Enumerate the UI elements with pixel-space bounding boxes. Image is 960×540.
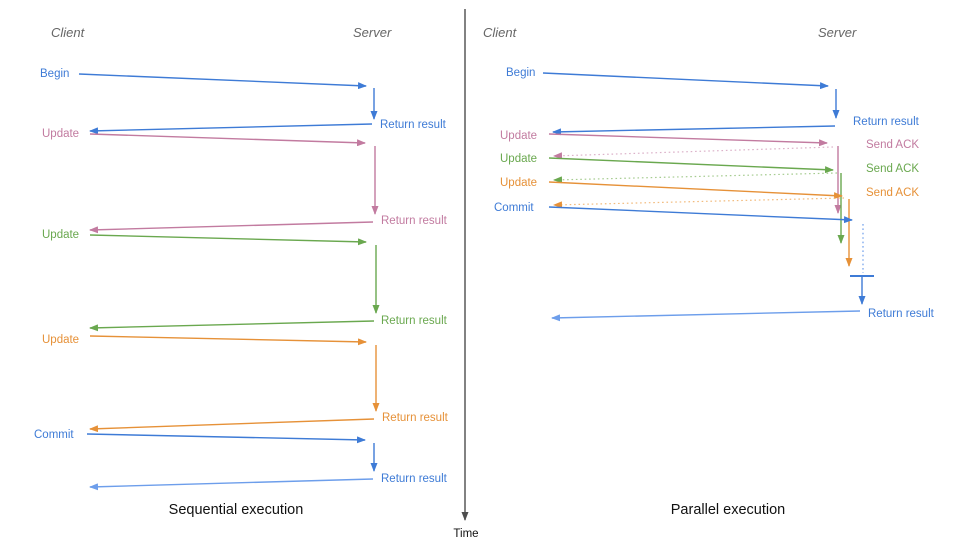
- seq-return4-label: Return result: [382, 412, 449, 424]
- par-update3-request-line: [548, 181, 843, 200]
- parallel-panel: Client Server Begin Return result Update…: [483, 25, 935, 518]
- par-commit-label: Commit: [494, 202, 534, 214]
- par-return-final-label: Return result: [868, 308, 935, 320]
- seq-update2-request-line: [89, 234, 367, 246]
- par-update1-message: Update Send ACK: [500, 130, 919, 214]
- par-update2-message: Update Send ACK: [500, 153, 919, 244]
- seq-update2-label: Update: [42, 229, 79, 241]
- par-update1-label: Update: [500, 130, 537, 142]
- par-ack3-label: Send ACK: [866, 187, 919, 199]
- seq-update2-message: Update Return result: [42, 229, 448, 332]
- par-final-return-line: [551, 310, 861, 322]
- par-update3-label: Update: [500, 177, 537, 189]
- par-begin-label: Begin: [506, 67, 535, 79]
- seq-commit-request-line: [86, 433, 366, 444]
- seq-update3-message: Update Return result: [42, 334, 449, 433]
- sequential-panel: Client Server Begin Return result Update…: [34, 25, 449, 518]
- seq-commit-label: Commit: [34, 429, 74, 441]
- par-ack2-label: Send ACK: [866, 163, 919, 175]
- par-begin-request-line: [542, 72, 829, 90]
- seq-commit-message: Commit Return result: [34, 429, 448, 491]
- sequential-caption: Sequential execution: [169, 502, 304, 518]
- seq-begin-request-line: [78, 73, 367, 90]
- par-server-header: Server: [818, 25, 857, 40]
- par-update1-request-line: [548, 133, 828, 147]
- seq-return2-label: Return result: [381, 215, 448, 227]
- seq-update1-return-line: [89, 221, 374, 234]
- seq-update3-return-line: [89, 418, 375, 433]
- seq-update1-label: Update: [42, 128, 79, 140]
- time-axis: Time: [453, 9, 479, 540]
- par-update2-label: Update: [500, 153, 537, 165]
- par-begin-return-line: [552, 125, 836, 136]
- par-ack3-line: [553, 197, 845, 209]
- par-update2-request-line: [548, 157, 834, 174]
- par-update3-message: Update Send ACK: [500, 177, 919, 267]
- parallel-caption: Parallel execution: [671, 502, 785, 518]
- seq-commit-return-line: [89, 478, 374, 491]
- par-ack1-line: [553, 146, 834, 160]
- seq-begin-message: Begin Return result: [40, 68, 447, 135]
- seq-update3-label: Update: [42, 334, 79, 346]
- seq-update2-return-line: [89, 320, 375, 332]
- seq-begin-return-line: [89, 123, 373, 135]
- seq-return1-label: Return result: [380, 119, 447, 131]
- seq-update1-request-line: [89, 133, 366, 147]
- seq-return5-label: Return result: [381, 473, 448, 485]
- time-axis-label: Time: [453, 528, 478, 540]
- par-return-begin-label: Return result: [853, 116, 920, 128]
- seq-server-header: Server: [353, 25, 392, 40]
- par-commit-message: Commit Return result: [494, 202, 935, 322]
- par-ack1-label: Send ACK: [866, 139, 919, 151]
- par-ack2-line: [553, 172, 838, 184]
- seq-client-header: Client: [51, 25, 86, 40]
- seq-begin-label: Begin: [40, 68, 69, 80]
- par-commit-request-line: [548, 206, 853, 224]
- par-client-header: Client: [483, 25, 518, 40]
- seq-update3-request-line: [89, 335, 367, 346]
- seq-return3-label: Return result: [381, 315, 448, 327]
- par-begin-message: Begin Return result: [506, 67, 920, 136]
- seq-update1-message: Update Return result: [42, 128, 448, 234]
